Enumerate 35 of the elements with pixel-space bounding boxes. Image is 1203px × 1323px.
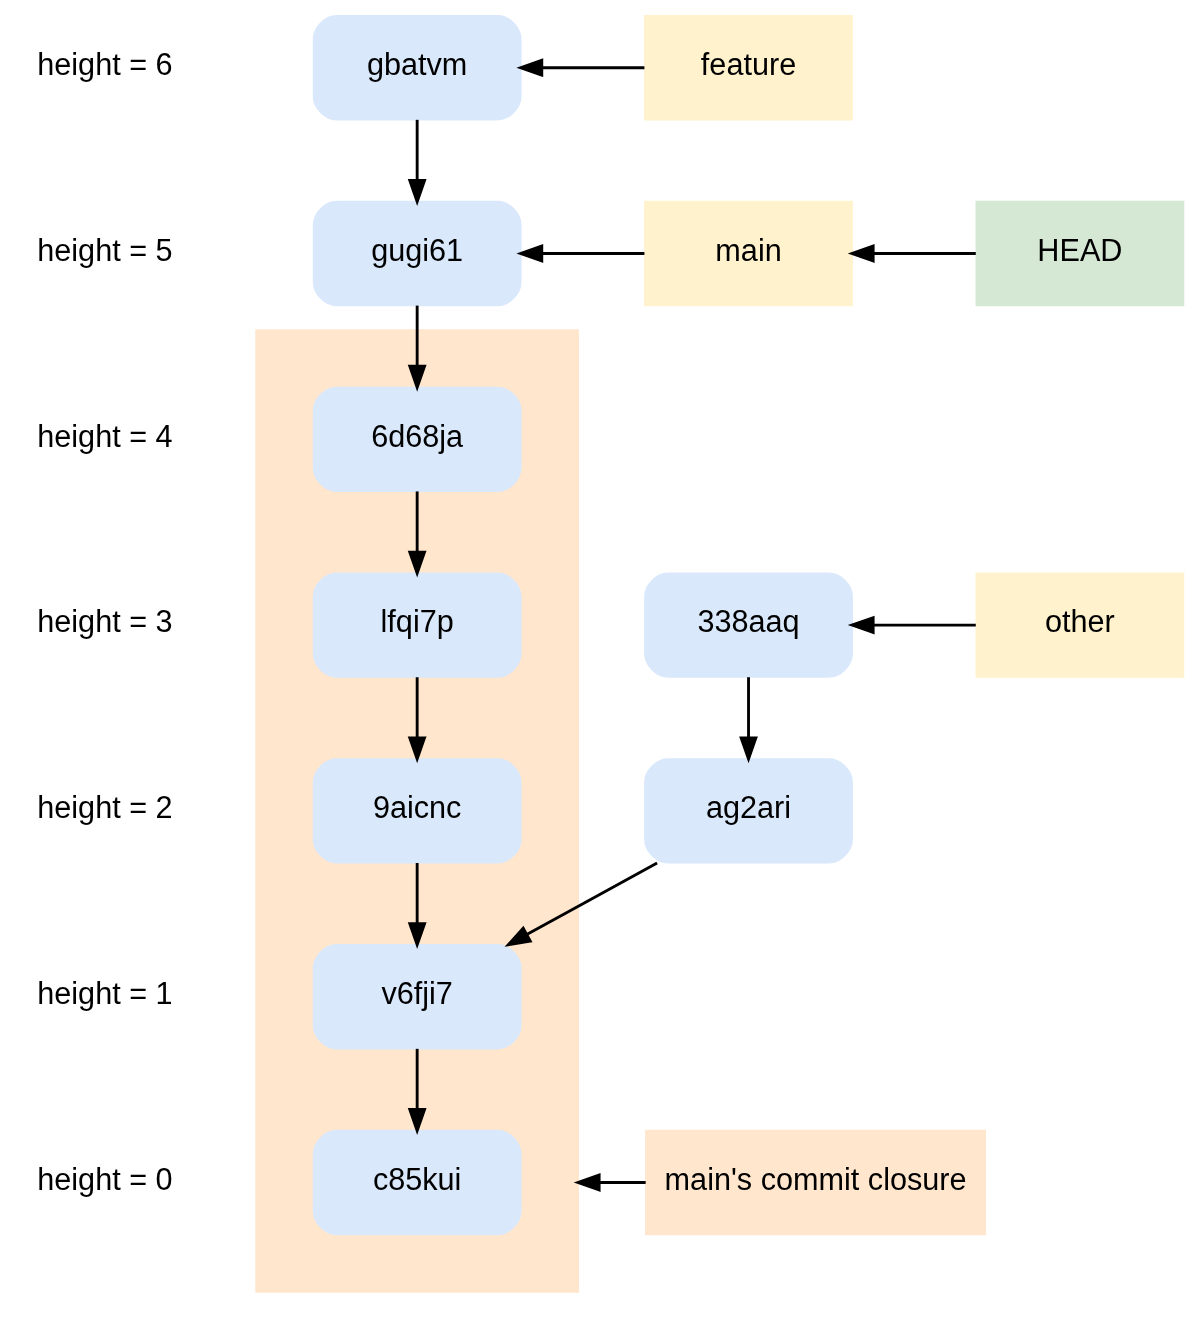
node-box: 338aaq bbox=[643, 572, 853, 678]
arrow bbox=[847, 615, 976, 635]
label: height = 6 bbox=[36, 46, 173, 81]
arrow bbox=[407, 677, 427, 764]
node-box: feature bbox=[643, 15, 853, 121]
arrow bbox=[407, 1048, 427, 1135]
node-box: main bbox=[643, 200, 853, 307]
arrow bbox=[573, 1173, 646, 1192]
arrow bbox=[407, 491, 427, 578]
node-box: ag2ari bbox=[643, 758, 853, 864]
node-box: gugi61 bbox=[312, 200, 522, 307]
label: height = 5 bbox=[36, 232, 173, 267]
node-box: lfqi7p bbox=[312, 572, 522, 678]
node-box: 6d68ja bbox=[312, 386, 522, 492]
label: height = 0 bbox=[36, 1161, 173, 1196]
arrow bbox=[407, 305, 427, 392]
arrow bbox=[847, 244, 976, 263]
label: height = 3 bbox=[36, 604, 173, 639]
node-box: v6fji7 bbox=[312, 944, 522, 1050]
node-box: gbatvm bbox=[312, 15, 522, 121]
node-box: 9aicnc bbox=[312, 758, 522, 864]
arrow bbox=[504, 861, 658, 947]
label: height = 1 bbox=[36, 975, 173, 1010]
node-box: HEAD bbox=[975, 200, 1184, 307]
arrow bbox=[738, 677, 758, 764]
arrow bbox=[515, 244, 644, 263]
arrow bbox=[515, 58, 644, 78]
arrow bbox=[407, 119, 427, 206]
label: height = 2 bbox=[36, 790, 173, 825]
label: height = 4 bbox=[36, 418, 173, 453]
cluster bbox=[254, 329, 579, 1293]
node-box: main's commit closure bbox=[644, 1129, 986, 1236]
arrow bbox=[407, 863, 427, 950]
node-box: c85kui bbox=[312, 1129, 522, 1236]
node-box: other bbox=[975, 572, 1184, 678]
